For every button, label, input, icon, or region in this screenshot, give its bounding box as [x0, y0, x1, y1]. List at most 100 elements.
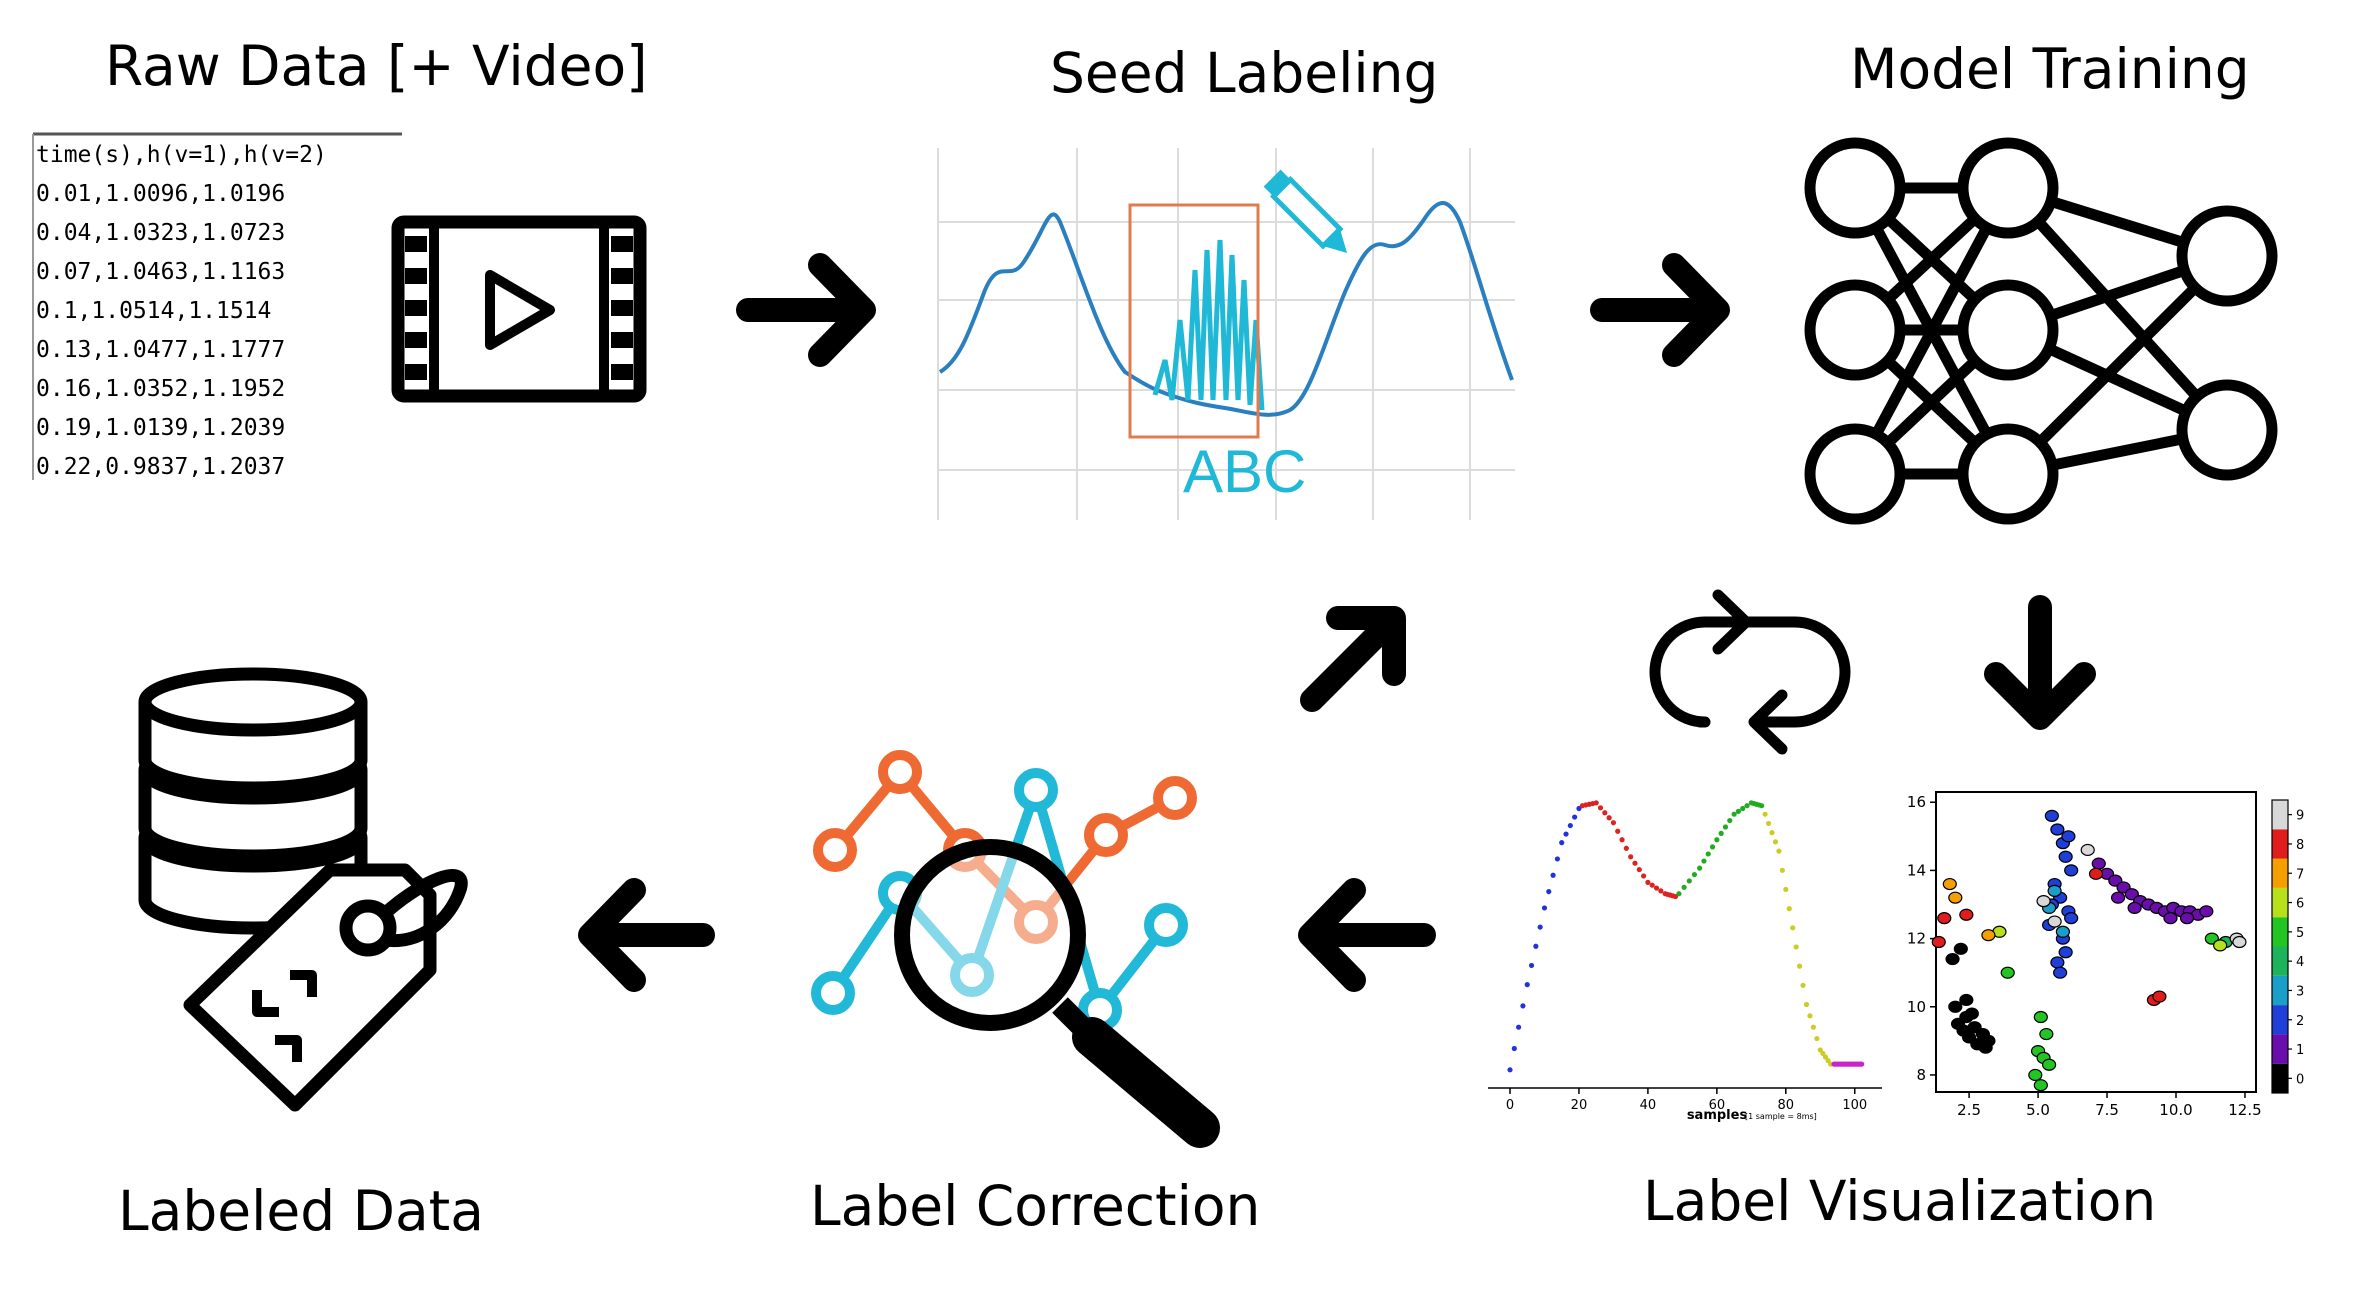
colorbar-segment [2272, 858, 2288, 888]
data-point [1981, 929, 1996, 942]
y-tick-label: 16 [1907, 793, 1926, 811]
colorbar-segment [2272, 1005, 2288, 1035]
data-point [2061, 830, 2076, 843]
arrow-down-icon [1984, 595, 2096, 730]
colorbar-segment [2272, 917, 2288, 947]
data-point [1797, 963, 1803, 969]
data-point [1520, 1003, 1526, 1009]
data-point [1783, 886, 1789, 893]
colorbar-segment [2272, 1063, 2288, 1093]
raw-data-row: 0.13,1.0477,1.1777 [36, 337, 285, 363]
arrow-right-icon [736, 253, 876, 367]
data-point [1533, 943, 1539, 949]
data-point [1537, 924, 1543, 930]
data-point [2050, 823, 2065, 836]
data-point [1953, 942, 1968, 955]
data-point [2091, 857, 2106, 870]
data-point [2047, 915, 2062, 928]
colorbar-segment [2272, 975, 2288, 1006]
x-tick-label: 80 [1778, 1098, 1795, 1113]
raw-data-row: 0.04,1.0323,1.0723 [36, 220, 285, 246]
data-point [1686, 878, 1692, 884]
x-tick-label: 10.0 [2159, 1101, 2192, 1119]
x-tick-label: 5.0 [2026, 1101, 2050, 1119]
y-tick-label: 12 [1907, 930, 1926, 948]
data-point [1593, 800, 1599, 806]
data-point [1964, 1007, 1979, 1020]
data-point [1740, 805, 1746, 812]
data-point [1658, 888, 1664, 894]
data-point [1645, 879, 1651, 885]
data-point [2055, 925, 2070, 938]
data-point [1628, 854, 1634, 860]
tag-icon [183, 863, 468, 1112]
colorbar-frame [2271, 799, 2289, 1094]
data-point [1511, 1045, 1517, 1052]
colorbar-segment [2272, 800, 2288, 830]
data-point [1937, 912, 1952, 925]
colorbar-segment [2272, 887, 2288, 918]
data-point [2213, 939, 2228, 952]
data-point [1948, 1000, 1963, 1013]
data-point [1859, 1061, 1865, 1067]
data-point [2179, 912, 2195, 925]
data-point [1959, 908, 1974, 921]
data-point [2028, 1068, 2043, 1082]
data-point [1779, 867, 1785, 873]
data-point [1790, 925, 1796, 931]
data-point [2080, 843, 2095, 857]
y-tick-label: 10 [1907, 998, 1926, 1016]
neural-network-icon [1804, 137, 2278, 525]
data-point [2110, 891, 2126, 904]
data-point [2163, 912, 2178, 925]
data-point [1718, 830, 1724, 836]
selection-box [1128, 203, 1260, 439]
data-point [1649, 882, 1655, 888]
data-point [1576, 805, 1582, 812]
data-point [2042, 1058, 2057, 1071]
data-point [1606, 815, 1612, 821]
arrow-left-icon [578, 878, 715, 992]
colorbar-tick-label: 8 [2296, 838, 2304, 853]
database-icon [138, 667, 368, 935]
x-tick-label: 40 [1640, 1098, 1657, 1113]
data-point [1507, 1067, 1513, 1073]
colorbar-tick-label: 4 [2296, 955, 2304, 970]
data-point [1623, 845, 1629, 851]
raw-data-row: 0.16,1.0352,1.1952 [36, 376, 285, 402]
data-point [1722, 824, 1729, 830]
data-point [1945, 952, 1960, 966]
data-point [1705, 851, 1711, 857]
data-point [2053, 966, 2068, 979]
data-point [2033, 1010, 2048, 1024]
data-point [1550, 872, 1556, 878]
y-tick-label: 14 [1907, 861, 1926, 879]
data-point [1709, 844, 1716, 850]
data-point [1793, 944, 1799, 950]
data-point [2050, 956, 2065, 969]
colorbar-tick-label: 9 [2296, 809, 2304, 824]
data-point [1597, 805, 1604, 811]
data-point [1701, 858, 1707, 864]
colorbar-tick-label: 2 [2296, 1014, 2304, 1029]
data-point [1731, 811, 1737, 817]
seed-labeling-plot: ABC [937, 148, 1515, 520]
data-point [1632, 860, 1638, 866]
x-tick-label: 0 [1506, 1098, 1514, 1113]
data-point [1786, 906, 1792, 912]
data-point [1672, 893, 1679, 900]
data-point [2033, 1079, 2048, 1092]
x-tick-label: 20 [1571, 1098, 1588, 1113]
raw-data-row: 0.1,1.0514,1.1514 [36, 298, 271, 324]
label-visualization-title: Label Visualization [1643, 1169, 2156, 1233]
data-point [1516, 1024, 1522, 1030]
data-point [1546, 888, 1552, 895]
data-point [1776, 848, 1782, 854]
data-point [1810, 1024, 1816, 1030]
data-point [1981, 1034, 1996, 1047]
data-point [2044, 809, 2059, 822]
data-point [1554, 856, 1561, 862]
